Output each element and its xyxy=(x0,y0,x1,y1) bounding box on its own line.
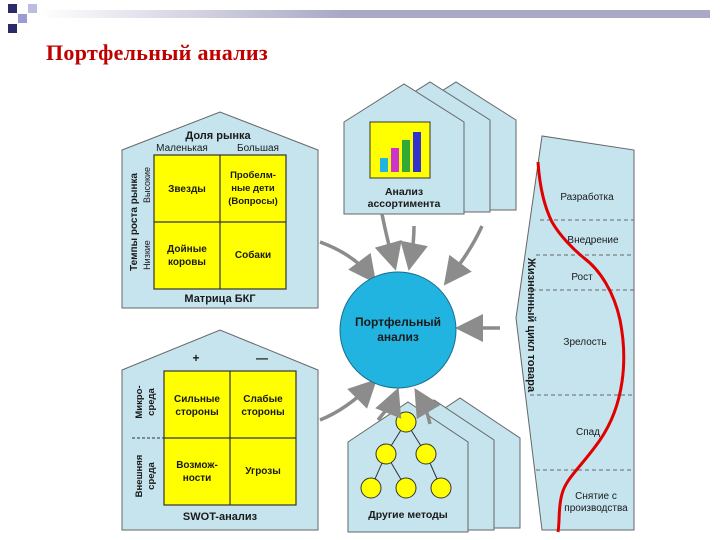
bkg-cell-stars: Звезды xyxy=(168,184,206,195)
tree-nodes xyxy=(360,411,452,499)
center-line-2: анализ xyxy=(377,330,419,344)
bullet-square-4 xyxy=(28,4,37,13)
slide-title: Портфельный анализ xyxy=(46,40,268,65)
stage-withdrawal-2: производства xyxy=(564,503,628,514)
bkg-cell-dogs: Собаки xyxy=(235,249,271,261)
swot-threats: Угрозы xyxy=(245,466,281,477)
lifecycle-curve xyxy=(536,161,626,533)
swot-opportunities-1: Возмож- xyxy=(176,460,218,471)
bkg-cell-question-1: Пробелм- xyxy=(230,170,276,181)
swot-panel: + — Микро- среда Внешняя среда Сильные с… xyxy=(121,329,319,531)
swot-plus: + xyxy=(192,351,199,365)
other-methods-panel: Другие методы xyxy=(347,397,521,533)
stage-introduction: Внедрение xyxy=(567,235,619,246)
stage-maturity: Зрелость xyxy=(563,337,606,348)
swot-opportunities-2: ности xyxy=(183,473,212,484)
assort-caption-1: Анализ xyxy=(385,186,423,198)
assort-caption-2: ассортимента xyxy=(368,198,441,210)
central-portfolio-circle: Портфельный анализ xyxy=(339,271,457,389)
swot-strengths-1: Сильные xyxy=(174,394,220,405)
bkg-cell-question-3: (Вопросы) xyxy=(228,196,278,207)
swot-micro-1: Микро- xyxy=(134,385,145,418)
swot-strengths-2: стороны xyxy=(175,407,218,418)
stage-growth: Рост xyxy=(571,272,593,283)
bkg-cell-question-2: ные дети xyxy=(231,183,275,194)
swot-minus: — xyxy=(256,351,268,365)
swot-micro-2: среда xyxy=(146,387,157,415)
other-caption: Другие методы xyxy=(368,509,448,521)
bkg-share-header: Доля рынка xyxy=(185,130,251,142)
swot-external-2: среда xyxy=(146,461,157,489)
bkg-row-low: Низкие xyxy=(142,240,152,270)
arrows xyxy=(319,213,500,425)
bkg-matrix-panel: Доля рынка Маленькая Большая Темпы роста… xyxy=(121,111,319,309)
stage-decline: Спад xyxy=(576,427,600,438)
bkg-growth-header: Темпы роста рынка xyxy=(129,173,140,271)
bkg-col-high: Большая xyxy=(237,143,279,154)
bkg-cell-cows-2: коровы xyxy=(168,257,206,268)
bullet-square-3 xyxy=(8,24,17,33)
swot-caption: SWOT-анализ xyxy=(183,511,258,523)
assortment-panel: Анализ ассортимента xyxy=(343,81,517,215)
swot-weaknesses-1: Слабые xyxy=(243,393,283,405)
header-rule xyxy=(40,10,710,18)
bkg-row-high: Высокие xyxy=(142,167,152,203)
stage-withdrawal-1: Снятие с xyxy=(575,491,617,502)
lifecycle-panel: Жизненный цикл товара Разработка Внедрен… xyxy=(515,135,635,533)
bullet-square-1 xyxy=(8,4,17,13)
bkg-col-low: Маленькая xyxy=(156,143,208,154)
center-line-1: Портфельный xyxy=(355,315,441,329)
bullet-square-2 xyxy=(18,14,27,23)
lifecycle-title: Жизненный цикл товара xyxy=(525,257,537,393)
bkg-cell-cows-1: Дойные xyxy=(167,244,207,255)
bkg-caption: Матрица БКГ xyxy=(184,293,256,305)
swot-external-1: Внешняя xyxy=(134,455,145,498)
stage-development: Разработка xyxy=(560,191,614,203)
swot-weaknesses-2: стороны xyxy=(241,407,284,418)
